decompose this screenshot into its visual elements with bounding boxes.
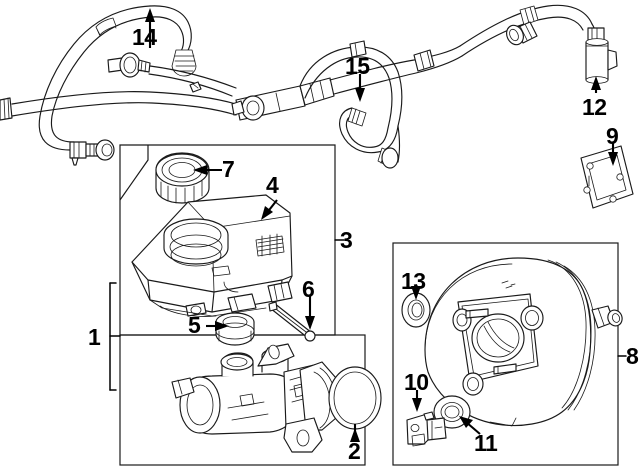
callout-4: 4 xyxy=(266,172,279,198)
group-box-booster xyxy=(392,242,619,466)
vacuum-check-valve-assembly xyxy=(459,4,618,84)
leader-15 xyxy=(355,74,365,102)
bracket-callout-1 xyxy=(109,282,121,391)
leader-5 xyxy=(206,321,229,331)
leader-4 xyxy=(261,199,278,220)
retaining-pin xyxy=(268,301,316,342)
callout-6: 6 xyxy=(302,276,315,302)
leader-12 xyxy=(591,76,601,93)
vacuum-switch-connector xyxy=(406,411,447,447)
callout-3: 3 xyxy=(340,227,353,253)
fluid-reservoir xyxy=(131,194,293,317)
callout-11: 11 xyxy=(474,430,498,456)
callout-12: 12 xyxy=(582,94,607,120)
callout-14: 14 xyxy=(132,24,157,50)
vacuum-hose-lower xyxy=(0,40,463,169)
leader-2 xyxy=(350,424,360,442)
leader-11 xyxy=(459,416,481,435)
hose-connector-left xyxy=(69,139,115,166)
leader-10 xyxy=(412,390,422,412)
booster-gasket xyxy=(580,145,634,209)
leader-14 xyxy=(145,8,155,48)
callout-10: 10 xyxy=(404,369,429,395)
callout-5: 5 xyxy=(188,312,201,338)
vacuum-hose-upper xyxy=(38,5,237,166)
leader-9 xyxy=(608,143,618,166)
reservoir-grommet xyxy=(215,312,255,346)
callout-15: 15 xyxy=(345,53,370,79)
master-cylinder xyxy=(171,343,337,453)
callout-1: 1 xyxy=(88,324,101,350)
callout-7: 7 xyxy=(222,156,235,182)
callout-13: 13 xyxy=(401,268,426,294)
vacuum-booster xyxy=(424,257,623,427)
o-ring-seal xyxy=(328,366,382,430)
hose-connector-mid xyxy=(506,21,538,46)
leader-13 xyxy=(411,286,421,300)
callout-8: 8 xyxy=(626,343,639,369)
leader-6 xyxy=(305,296,315,330)
hose-inline-body xyxy=(231,77,335,121)
leader-7 xyxy=(193,165,222,175)
callout-2: 2 xyxy=(348,438,361,464)
inline-check-valve xyxy=(107,52,151,78)
reservoir-cap xyxy=(155,152,210,204)
nut-washer xyxy=(401,292,431,328)
callout-9: 9 xyxy=(606,123,619,149)
